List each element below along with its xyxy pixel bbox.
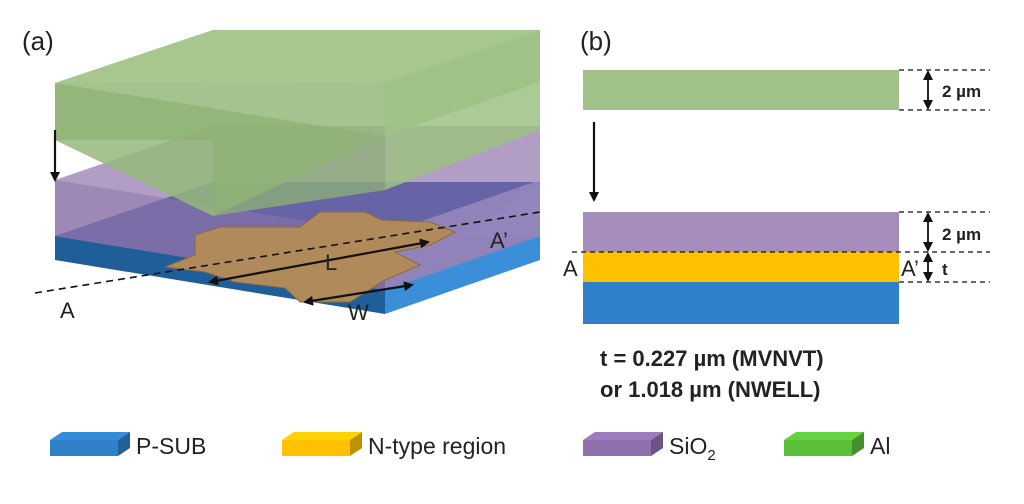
legend-item: SiO2 (583, 432, 716, 464)
legend-swatch (50, 432, 130, 440)
legend-swatch (583, 440, 651, 456)
legend-swatch (350, 432, 362, 456)
length-arrow (208, 238, 430, 286)
legend-item: N-type region (282, 432, 506, 459)
thickness-note-line2: or 1.018 µm (NWELL) (600, 377, 820, 402)
section-start-label: A (60, 298, 75, 323)
section-start-label-b: A (563, 256, 578, 281)
al-layer (583, 70, 899, 110)
ntype-thickness-label: t (942, 260, 948, 279)
legend-swatch (784, 440, 852, 456)
legend-swatch (282, 440, 350, 456)
legend-label: SiO2 (669, 433, 716, 464)
width-arrow (303, 281, 414, 306)
legend-label: P-SUB (136, 433, 206, 459)
width-label: W (348, 300, 369, 325)
panel-b-label: (b) (580, 26, 612, 56)
legend-swatch (784, 432, 864, 440)
al-plate (55, 30, 540, 216)
panel-a: (a) A A’ L W (22, 26, 541, 325)
legend-item: Al (784, 432, 890, 459)
psub-layer (583, 282, 899, 324)
section-end-label-b: A’ (901, 256, 919, 281)
thickness-note-line1: t = 0.227 µm (MVNVT) (600, 346, 824, 371)
legend-swatch (852, 432, 864, 456)
legend-swatch (651, 432, 663, 456)
oxide-thickness-label: 2 µm (942, 225, 981, 244)
legend-label: Al (870, 433, 890, 459)
legend-swatch (118, 432, 130, 456)
section-end-label: A’ (490, 228, 508, 253)
legend-swatch (50, 440, 118, 456)
length-label: L (325, 250, 337, 275)
legend-swatch (282, 432, 362, 440)
ntype-layer (583, 252, 899, 282)
al-thickness-label: 2 µm (942, 82, 981, 101)
legend: P-SUB N-type region SiO2 Al (50, 432, 890, 464)
oxide-layer (583, 212, 899, 252)
legend-swatch (583, 432, 663, 440)
legend-label: N-type region (368, 433, 506, 459)
panel-a-label: (a) (22, 26, 54, 56)
legend-item: P-SUB (50, 432, 206, 459)
panel-b: (b) 2 µm 2 µm t A A’ t = 0.227 µm (MVNVT… (563, 26, 990, 402)
